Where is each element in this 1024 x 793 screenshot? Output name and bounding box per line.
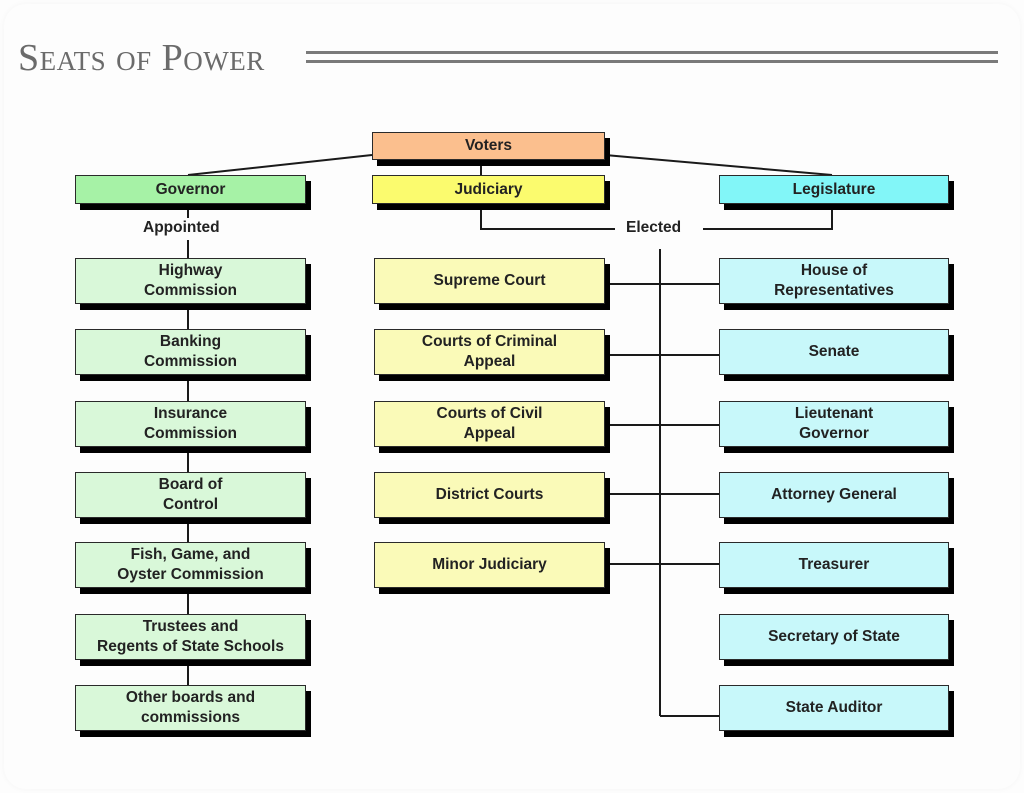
legislature-item-senate: Senate	[719, 329, 949, 375]
elected-label: Elected	[622, 219, 686, 237]
legislature-item-secretary-of-state: Secretary of State	[719, 614, 949, 660]
legislature-item-state-auditor: State Auditor	[719, 685, 949, 731]
title-rule	[306, 51, 998, 64]
appointed-label: Appointed	[139, 219, 224, 237]
judiciary-item-civil-appeal: Courts of Civil Appeal	[374, 401, 605, 447]
governor-item-trustees-regents: Trustees and Regents of State Schools	[75, 614, 306, 660]
governor-item-banking-commission: Banking Commission	[75, 329, 306, 375]
connector-voters-legislature	[604, 154, 833, 176]
governor-box: Governor	[75, 175, 306, 204]
judiciary-item-criminal-appeal: Courts of Criminal Appeal	[374, 329, 605, 375]
connector-elected-bracket	[703, 206, 833, 230]
governor-item-fish-game-oyster: Fish, Game, and Oyster Commission	[75, 542, 306, 588]
governor-item-other-boards: Other boards and commissions	[75, 685, 306, 731]
judiciary-box: Judiciary	[372, 175, 605, 204]
connector-voters-governor	[187, 154, 373, 176]
legislature-item-attorney-general: Attorney General	[719, 472, 949, 518]
judiciary-item-supreme-court: Supreme Court	[374, 258, 605, 304]
governor-item-highway-commission: Highway Commission	[75, 258, 306, 304]
legislature-item-treasurer: Treasurer	[719, 542, 949, 588]
title-rule-line	[306, 60, 998, 63]
title-rule-line	[306, 51, 998, 54]
page-title: Seats of Power	[18, 37, 265, 79]
governor-item-insurance-commission: Insurance Commission	[75, 401, 306, 447]
legislature-item-house: House of Representatives	[719, 258, 949, 304]
connector-elected-bracket	[480, 206, 615, 230]
judiciary-item-minor-judiciary: Minor Judiciary	[374, 542, 605, 588]
legislature-box: Legislature	[719, 175, 949, 204]
voters-box: Voters	[372, 132, 605, 160]
governor-item-board-of-control: Board of Control	[75, 472, 306, 518]
judiciary-item-district-courts: District Courts	[374, 472, 605, 518]
legislature-item-lieutenant-governor: Lieutenant Governor	[719, 401, 949, 447]
